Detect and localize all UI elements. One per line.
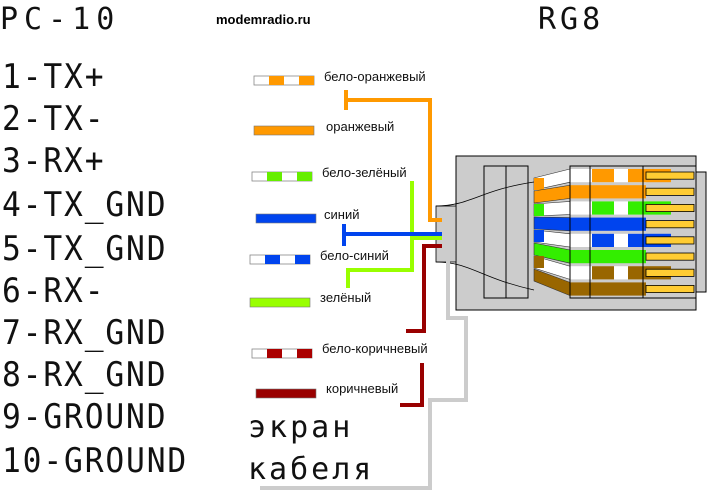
pc-connector-title: PC-10 — [0, 2, 121, 37]
legend-label: зелёный — [320, 290, 372, 305]
pin-label: 1-TX+ — [2, 57, 106, 97]
pin-label: 8-RX_GND — [2, 355, 168, 395]
legend-label: бело-синий — [320, 248, 389, 263]
wire-routes — [260, 90, 468, 490]
connector-slots — [533, 168, 695, 297]
pin-label: 4-TX_GND — [2, 185, 168, 225]
legend-swatch — [251, 348, 313, 359]
pin-label: 10-GROUND — [2, 441, 189, 481]
legend-label: бело-оранжевый — [324, 69, 426, 84]
connector-wire — [533, 216, 695, 232]
gold-contact — [645, 203, 695, 212]
pin-label: 5-TX_GND — [2, 229, 168, 269]
connector-wire — [533, 201, 695, 217]
gold-contact — [645, 220, 695, 229]
connector-wire — [533, 168, 695, 191]
gold-contact — [645, 171, 695, 180]
route-shield — [260, 260, 468, 490]
pin-label: 7-RX_GND — [2, 313, 168, 353]
contact-block — [569, 165, 697, 299]
legend-swatches — [249, 75, 317, 399]
connector-wire — [533, 184, 695, 204]
legend-label: синий — [324, 207, 360, 222]
shield-label-line1: экран — [248, 410, 354, 445]
pin-label: 6-RX- — [2, 271, 106, 311]
pin-label: 3-RX+ — [2, 141, 106, 181]
legend-label: бело-зелёный — [322, 165, 407, 180]
legend-swatch — [253, 125, 315, 136]
rj-connector — [435, 155, 707, 311]
gold-contact — [645, 187, 695, 196]
site-watermark: modemradio.ru — [216, 12, 311, 27]
legend-swatch — [251, 171, 313, 182]
gold-contact — [645, 252, 695, 261]
route-brown-white — [406, 244, 442, 333]
shield-label-line2: кабеля — [248, 452, 375, 487]
connector-wire — [533, 255, 695, 280]
route-green — [346, 236, 414, 288]
legend-label: коричневый — [326, 381, 399, 396]
connector-wire — [533, 242, 695, 264]
connector-wire — [533, 268, 695, 297]
gold-contact — [645, 268, 695, 277]
legend-label: бело-коричневый — [322, 341, 428, 356]
legend-swatch — [255, 213, 317, 224]
gold-contact — [645, 284, 695, 293]
rg-connector-title: RG8 — [538, 2, 605, 37]
legend-swatch — [253, 75, 315, 86]
legend-swatch — [249, 254, 311, 265]
pin-label: 2-TX- — [2, 99, 106, 139]
connector-wire — [533, 229, 695, 248]
route-brown — [400, 363, 424, 407]
gold-contact — [645, 236, 695, 245]
legend-swatch — [249, 297, 311, 308]
legend-label: оранжевый — [326, 119, 395, 134]
route-orange — [344, 91, 442, 222]
legend-swatch — [255, 388, 317, 399]
pin-label: 9-GROUND — [2, 397, 168, 437]
